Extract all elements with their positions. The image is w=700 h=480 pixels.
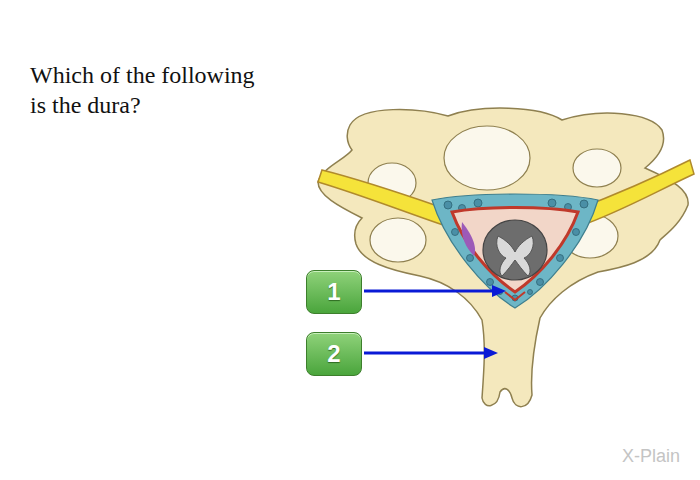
callout-number: 1 <box>327 278 340 306</box>
callout-box: 1 <box>306 270 362 314</box>
callout-number: 2 <box>327 340 340 368</box>
vertebra-bone <box>318 108 688 407</box>
epidural-vessels <box>444 199 588 301</box>
spinal-cord <box>483 220 547 280</box>
leader-arrow <box>364 285 506 359</box>
vertebral-body <box>444 126 530 190</box>
transverse-foramen <box>573 149 621 187</box>
nerve-rootlet <box>462 222 475 256</box>
question-title: Which of the following is the dura? <box>30 60 266 120</box>
watermark: X-Plain <box>622 446 680 467</box>
grey-matter <box>497 236 534 276</box>
dura-layer <box>452 208 578 293</box>
callout-box: 2 <box>306 332 362 376</box>
articular-facet <box>370 218 426 262</box>
dura-layer <box>505 292 525 300</box>
